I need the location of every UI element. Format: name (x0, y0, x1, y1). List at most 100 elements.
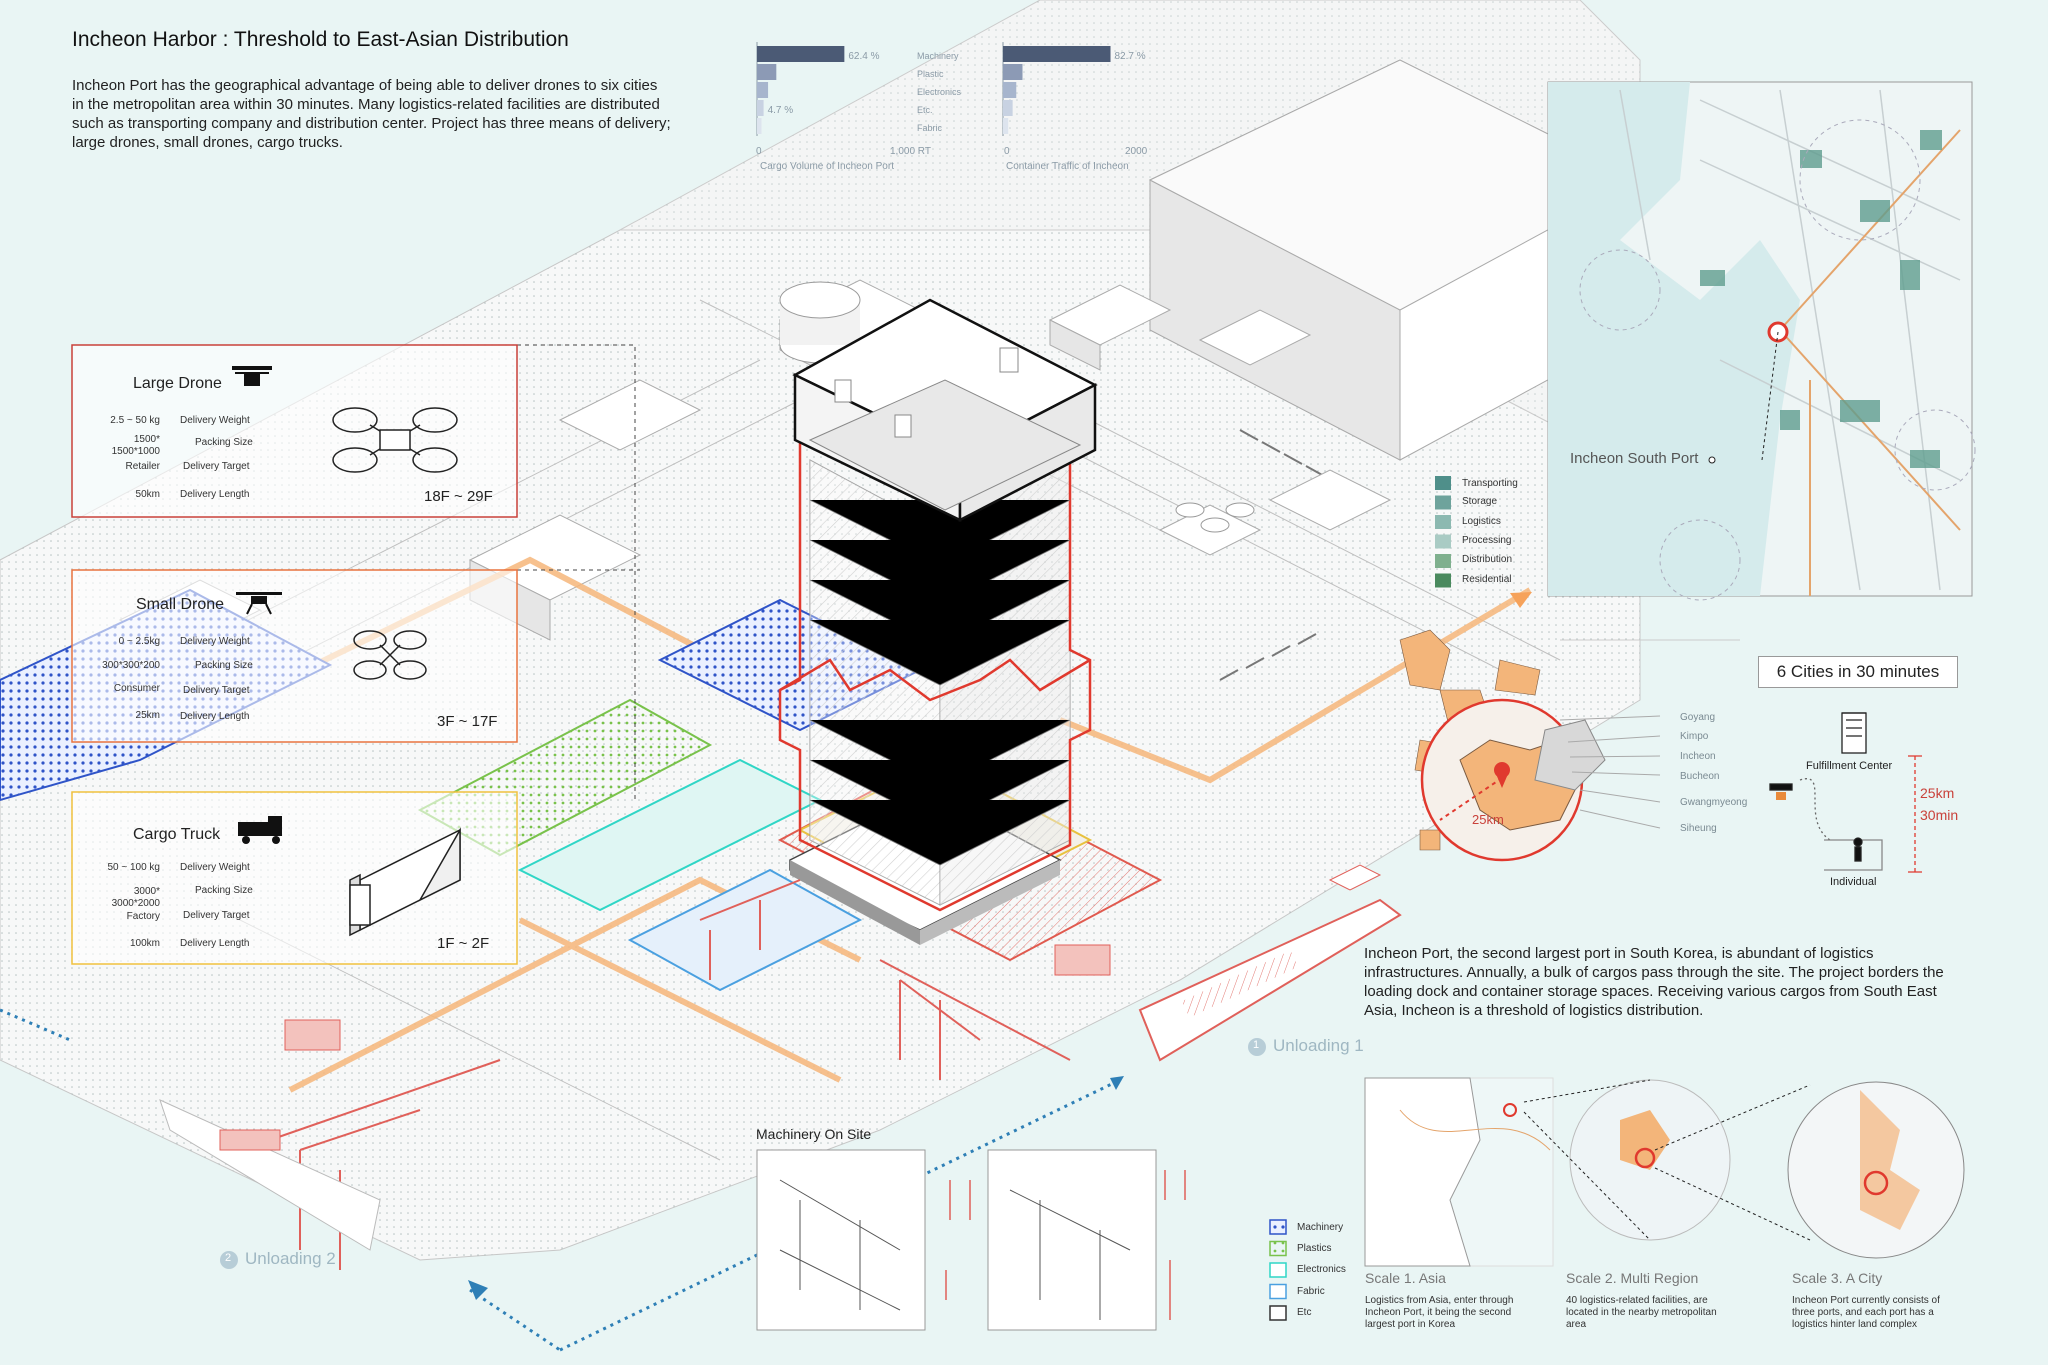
city-bucheon: Bucheon (1680, 771, 1720, 782)
logistics-tower (777, 298, 1163, 962)
large-drone-illustration (332, 407, 458, 473)
size-label: Packing Size (195, 437, 253, 448)
large-drone-length: 50km (135, 489, 160, 500)
unloading-1-badge (1248, 1038, 1266, 1056)
unloading-2-number: 2 (225, 1252, 232, 1264)
facility-swatch (1435, 495, 1451, 510)
large-drone-size: 1500* 1500*1000 (111, 434, 160, 457)
length-label: Delivery Length (180, 711, 250, 722)
legend-logistics: Logistics (1462, 516, 1501, 527)
facility-swatch (1435, 534, 1451, 549)
unloading-1-label: Unloading 1 (1273, 1036, 1364, 1055)
container-traffic-chart: 82.7 % (1002, 42, 1146, 136)
chart-bar (1003, 82, 1017, 98)
chart-data-label: 4.7 % (768, 105, 794, 116)
chart-series-label: Etc. (917, 105, 933, 115)
small-drone-size: 300*300*200 (102, 660, 160, 671)
large-drone-target: Retailer (125, 461, 160, 472)
cargo-truck-size: 3000* 3000*2000 (111, 886, 160, 909)
chart-bar (757, 118, 762, 134)
weight-label: Delivery Weight (180, 415, 250, 426)
ship-left (159, 1099, 381, 1251)
small-drone-panel (71, 569, 518, 743)
cargo-truck-illustration (349, 827, 461, 937)
container-traffic-caption: Container Traffic of Incheon (1006, 161, 1129, 172)
city-kimpo: Kimpo (1680, 731, 1709, 742)
facility-legend (1435, 476, 1451, 588)
ship-right (1138, 864, 1402, 1062)
cities-box: 6 Cities in 30 minutes (1758, 656, 1958, 688)
target-label: Delivery Target (183, 685, 250, 696)
container-traffic-zero: 0 (1004, 146, 1010, 157)
scale-2-title: Scale 2. Multi Region (1566, 1270, 1699, 1286)
distance-label: 25km (1920, 785, 1955, 801)
large-drone-weight: 2.5 ~ 50 kg (110, 415, 160, 426)
cargo-volume-max: 1,000 RT (890, 146, 931, 157)
map-label: Incheon South Port (1570, 450, 1699, 467)
chart-series-label: Electronics (917, 87, 962, 97)
chart-bar (1003, 46, 1111, 62)
chart-bar (1003, 64, 1023, 80)
large-drone-floors: 18F ~ 29F (424, 488, 493, 505)
description-paragraph: Incheon Port, the second largest port in… (1364, 945, 1944, 1019)
intro-paragraph: Incheon Port has the geographical advant… (72, 77, 671, 151)
chart-bar (757, 82, 769, 98)
city-goyang: Goyang (1680, 712, 1716, 723)
legend-residential: Residential (1462, 574, 1512, 585)
fulfillment-diagram (1769, 712, 1922, 873)
cargo-truck-length: 100km (129, 938, 160, 949)
size-label: Packing Size (195, 885, 253, 896)
large-drone-icon (232, 366, 272, 386)
length-label: Delivery Length (180, 489, 250, 500)
chart-bar (757, 64, 777, 80)
small-drone-title: Small Drone (136, 596, 225, 613)
unloading-2-badge (220, 1251, 238, 1269)
machinery-on-site (756, 1149, 1186, 1331)
legend-machinery: Machinery (1297, 1222, 1344, 1233)
facility-swatch (1435, 476, 1451, 490)
small-drone-length: 25km (135, 710, 160, 721)
machinery-title: Machinery On Site (756, 1126, 872, 1142)
time-label: 30min (1920, 807, 1959, 823)
chart-series-label: Plastic (917, 69, 944, 79)
city-siheung: Siheung (1680, 823, 1717, 834)
radius-label: 25km (1472, 812, 1504, 827)
legend-processing: Processing (1462, 535, 1512, 546)
cargo-truck-title: Cargo Truck (133, 826, 221, 843)
individual-label: Individual (1830, 876, 1877, 888)
chart-data-label: 82.7 % (1115, 51, 1146, 62)
cargo-volume-caption: Cargo Volume of Incheon Port (760, 161, 894, 172)
scale-1-text: Logistics from Asia, enter through Inche… (1365, 1295, 1514, 1330)
cargo-swatch (1269, 1240, 1287, 1257)
legend-electronics: Electronics (1297, 1264, 1346, 1275)
route-arrowhead (1510, 592, 1532, 608)
fabric-zone (627, 868, 863, 992)
legend-etc: Etc (1297, 1307, 1312, 1318)
scale-3-title: Scale 3. A City (1792, 1270, 1883, 1286)
cargo-swatch (1269, 1219, 1287, 1235)
scale-3-text: Incheon Port currently consists of three… (1792, 1295, 1940, 1330)
size-label: Packing Size (195, 660, 253, 671)
legend-storage: Storage (1462, 496, 1498, 507)
cargo-swatch (1269, 1283, 1287, 1300)
chart-bar (757, 100, 764, 116)
scale-maps (1364, 1077, 1965, 1267)
chart-bar (757, 46, 845, 62)
cargo-swatch (1269, 1262, 1287, 1278)
weight-label: Delivery Weight (180, 862, 250, 873)
facility-swatch (1435, 554, 1451, 568)
small-drone-icon (236, 592, 282, 615)
legend-transporting: Transporting (1462, 478, 1518, 489)
facility-swatch (1435, 573, 1451, 588)
cargo-truck-weight: 50 ~ 100 kg (107, 862, 160, 873)
cargo-volume-zero: 0 (756, 146, 762, 157)
target-label: Delivery Target (183, 461, 250, 472)
map-inset (1547, 81, 1976, 601)
small-drone-weight: 0 ~ 2.5kg (118, 636, 160, 647)
city-incheon: Incheon (1680, 751, 1716, 762)
chart-series-label: Machinery (917, 51, 959, 61)
red-containers (284, 944, 1111, 1051)
cargo-swatch (1269, 1305, 1287, 1321)
